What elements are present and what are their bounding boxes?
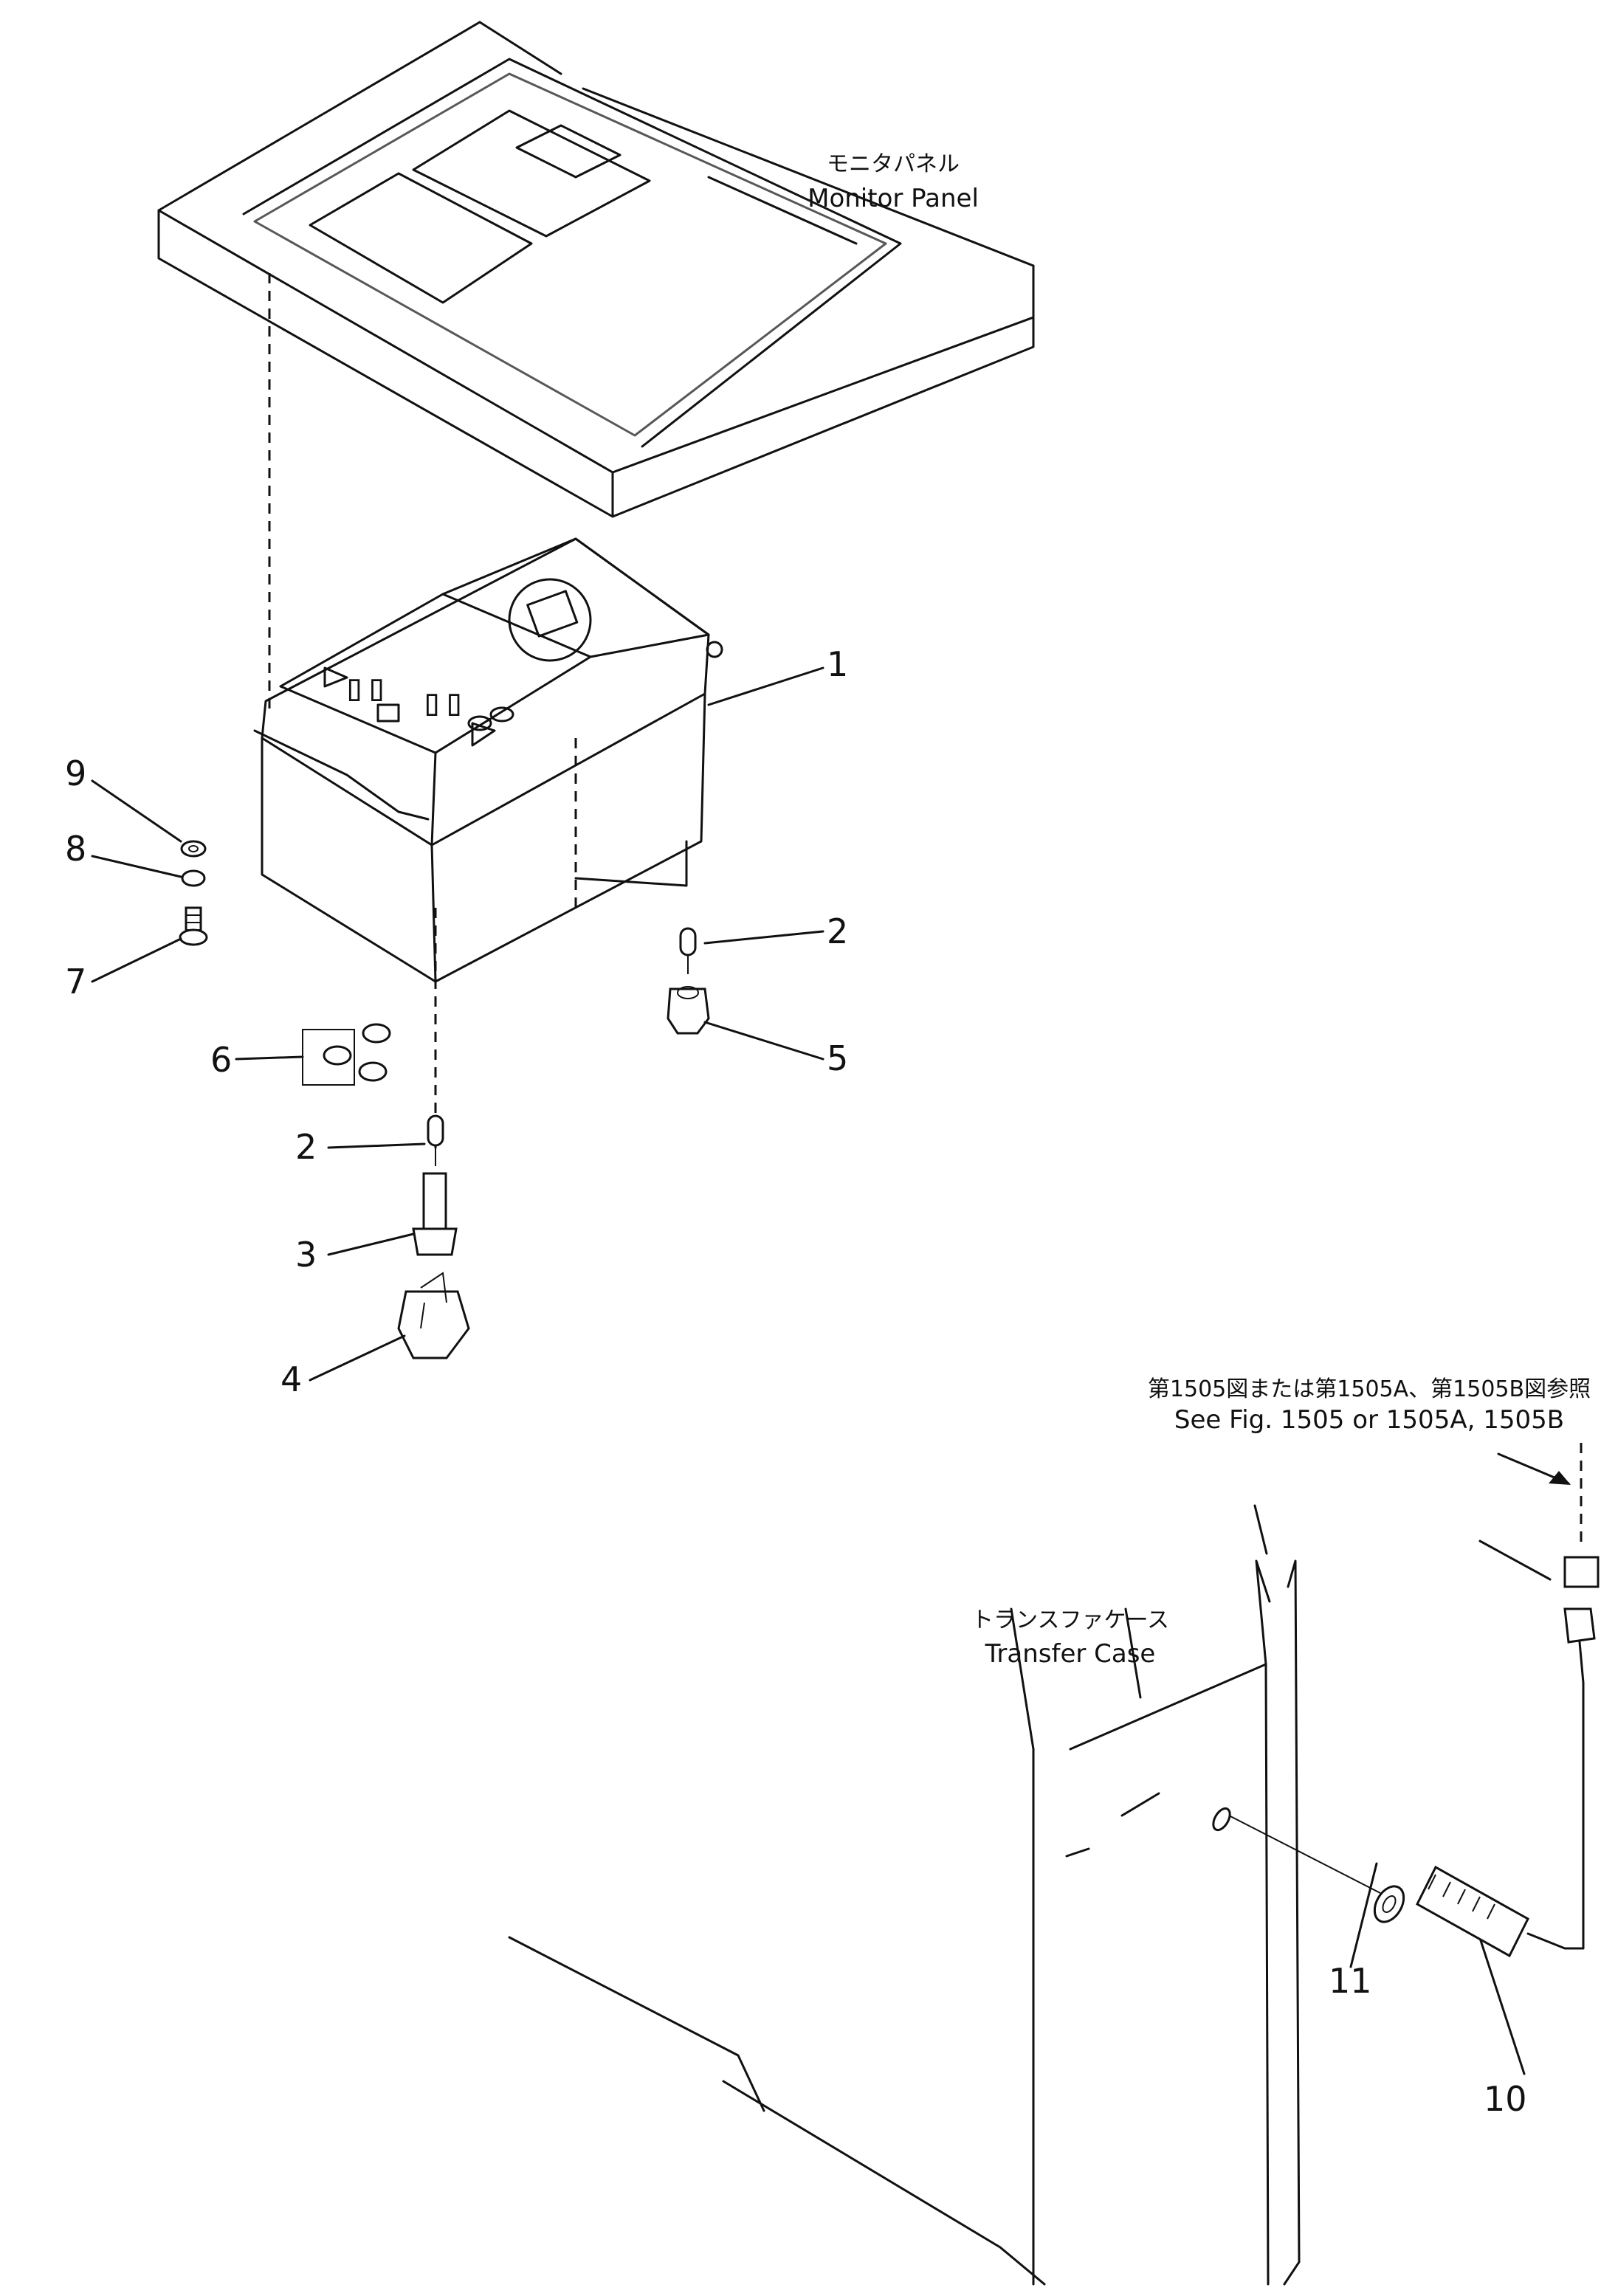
bolt-7 bbox=[179, 906, 208, 946]
reference-note-jp: 第1505図または第1505A、第1505B図参照 bbox=[1148, 1376, 1591, 1402]
callout-9: 9 bbox=[65, 754, 86, 793]
socket-5 bbox=[667, 986, 710, 1035]
transfer-case-label-en: Transfer Case bbox=[985, 1639, 1156, 1669]
callout-5: 5 bbox=[827, 1038, 848, 1078]
monitor-unit: ▯▯ ▯▯ bbox=[253, 537, 723, 983]
washer-9 bbox=[180, 840, 207, 858]
grommets-6 bbox=[302, 1023, 391, 1086]
monitor-panel-label-en: Monitor Panel bbox=[808, 184, 979, 213]
triangle-right-icon bbox=[471, 722, 496, 747]
spring-washer-8 bbox=[181, 869, 206, 887]
callout-10: 10 bbox=[1484, 2079, 1527, 2119]
leader-lines bbox=[91, 666, 1571, 2075]
segment-display-icon: ▯▯ bbox=[421, 680, 465, 723]
transfer-case bbox=[508, 1504, 1381, 2286]
transfer-case-label-jp: トランスファケース bbox=[971, 1607, 1169, 1633]
socket-3 bbox=[412, 1172, 458, 1256]
reference-note-en: See Fig. 1505 or 1505A, 1505B bbox=[1174, 1405, 1564, 1435]
sensor-10 bbox=[1416, 1443, 1600, 1958]
callout-8: 8 bbox=[65, 829, 86, 869]
callout-4: 4 bbox=[280, 1359, 302, 1399]
bulb-2-lower bbox=[427, 1114, 444, 1166]
triangle-left-icon bbox=[323, 666, 348, 688]
callout-2-right: 2 bbox=[827, 911, 848, 951]
callout-2-lower: 2 bbox=[295, 1127, 317, 1167]
callout-11: 11 bbox=[1329, 1961, 1372, 2001]
bulb-2-right bbox=[679, 927, 697, 974]
segment-display-icon: ▯▯ bbox=[343, 666, 388, 709]
square-button-icon bbox=[376, 703, 400, 723]
connector-icon bbox=[1563, 1556, 1600, 1588]
monitor-panel bbox=[157, 21, 1035, 518]
monitor-panel-label-jp: モニタパネル bbox=[827, 151, 960, 177]
gasket-11 bbox=[1373, 1885, 1405, 1923]
callout-1: 1 bbox=[827, 644, 848, 684]
callout-6: 6 bbox=[210, 1040, 232, 1080]
knob-4 bbox=[397, 1272, 470, 1359]
callout-3: 3 bbox=[295, 1235, 317, 1275]
callout-7: 7 bbox=[65, 962, 86, 1002]
